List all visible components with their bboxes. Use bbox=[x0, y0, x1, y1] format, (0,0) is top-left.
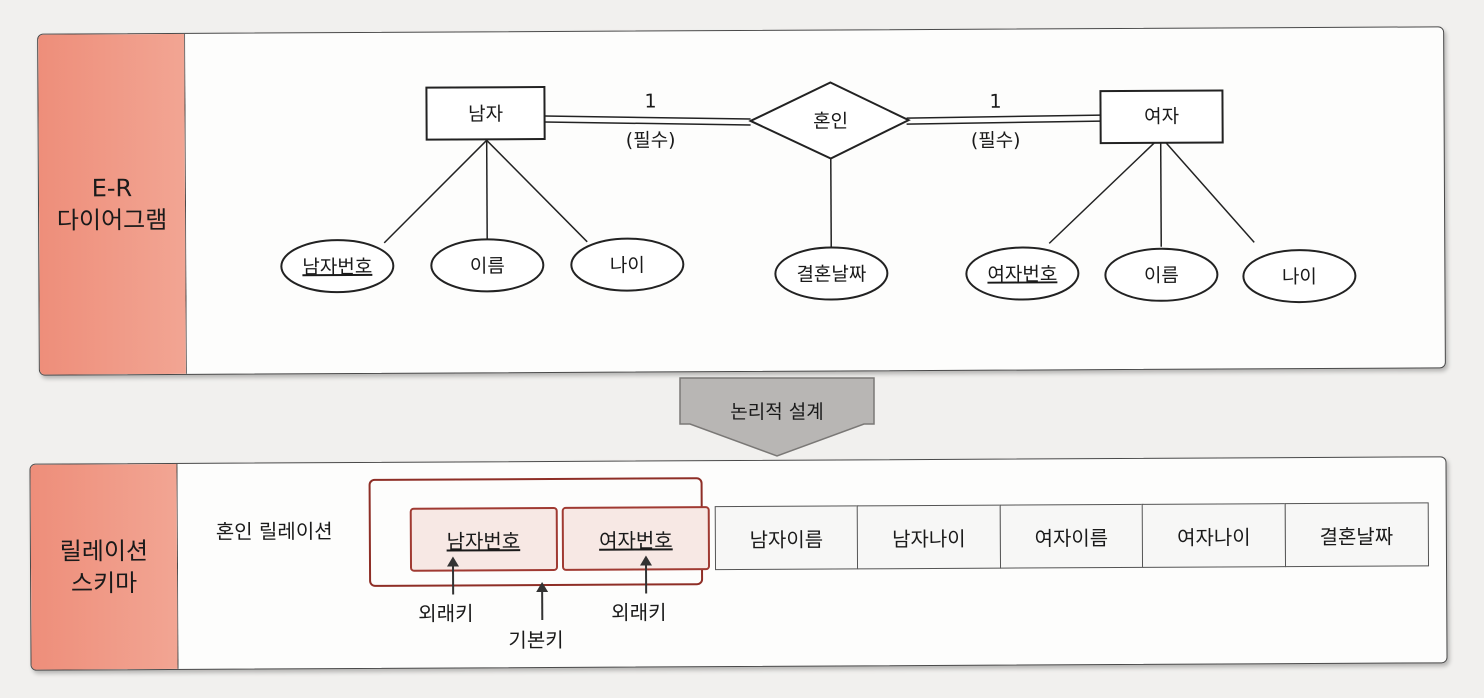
design-arrow bbox=[679, 377, 875, 457]
attr-woman-age: 여자나이 bbox=[1141, 503, 1287, 568]
pk-arrow bbox=[541, 590, 544, 621]
relationship-name: 혼인 bbox=[813, 110, 848, 132]
primary-key-label: 기본키 bbox=[508, 627, 564, 653]
relation-name: 혼인 릴레이션 bbox=[215, 519, 333, 544]
attr-woman-no: 여자번호 bbox=[561, 506, 711, 571]
er-diagram-panel: E-R 다이어그램 남자 여자 혼인 1 (필수) 1 bbox=[37, 26, 1446, 376]
fk-arrow-left bbox=[452, 564, 455, 595]
participation-right: (필수) bbox=[971, 130, 1021, 152]
foreign-key-label-left: 외래키 bbox=[418, 601, 474, 626]
attr-man-name: 남자이름 bbox=[714, 505, 859, 571]
attr-ellipse-man-no bbox=[280, 239, 395, 294]
attr-ellipse-woman-no bbox=[965, 246, 1080, 301]
entity-man-box bbox=[425, 86, 546, 141]
attr-ellipse-woman-age bbox=[1242, 249, 1357, 304]
design-label: 논리적 설계 bbox=[730, 401, 824, 423]
attr-ellipse-man-age bbox=[570, 237, 685, 292]
attr-ellipse-man-name bbox=[430, 238, 545, 293]
relation-attributes: 남자번호 여자번호 남자이름 남자나이 여자이름 여자나이 결혼날짜 bbox=[409, 502, 1429, 572]
attr-man-no: 남자번호 bbox=[409, 506, 558, 572]
woman-attr-pk: 여자번호 bbox=[987, 263, 1057, 285]
attr-ellipse-woman-name bbox=[1104, 247, 1219, 302]
entity-man: 남자 bbox=[468, 103, 503, 125]
relationship-diamond bbox=[748, 81, 911, 160]
foreign-key-label-right: 외래키 bbox=[611, 600, 667, 625]
entity-woman: 여자 bbox=[1144, 106, 1179, 128]
attr-man-age: 남자나이 bbox=[856, 504, 1002, 570]
man-attr-pk: 남자번호 bbox=[302, 256, 372, 278]
er-diagram-canvas: 남자 여자 혼인 1 (필수) 1 (필수) 남자번호 이름 나이 결혼날짜 여… bbox=[280, 81, 1357, 304]
relation-schema-label: 릴레이션 스키마 bbox=[30, 463, 179, 670]
relation-schema-panel: 릴레이션 스키마 혼인 릴레이션 남자번호 여자번호 남자이름 남자나이 여자이… bbox=[29, 456, 1448, 671]
woman-attr-age: 나이 bbox=[1282, 266, 1317, 288]
woman-attr-name: 이름 bbox=[1144, 265, 1179, 287]
participation-left: (필수) bbox=[626, 129, 676, 151]
attr-marriage-date: 결혼날짜 bbox=[1284, 502, 1429, 568]
man-attr-age: 나이 bbox=[610, 255, 645, 277]
attr-ellipse-marriage-date bbox=[774, 246, 889, 301]
attr-woman-name: 여자이름 bbox=[999, 503, 1144, 569]
cardinality-left: 1 bbox=[644, 90, 656, 112]
entity-woman-box bbox=[1099, 89, 1224, 145]
fk-arrow-right bbox=[644, 563, 648, 594]
man-attr-name: 이름 bbox=[470, 255, 505, 277]
relationship-attr: 결혼날짜 bbox=[796, 263, 866, 285]
cardinality-right: 1 bbox=[989, 91, 1001, 113]
